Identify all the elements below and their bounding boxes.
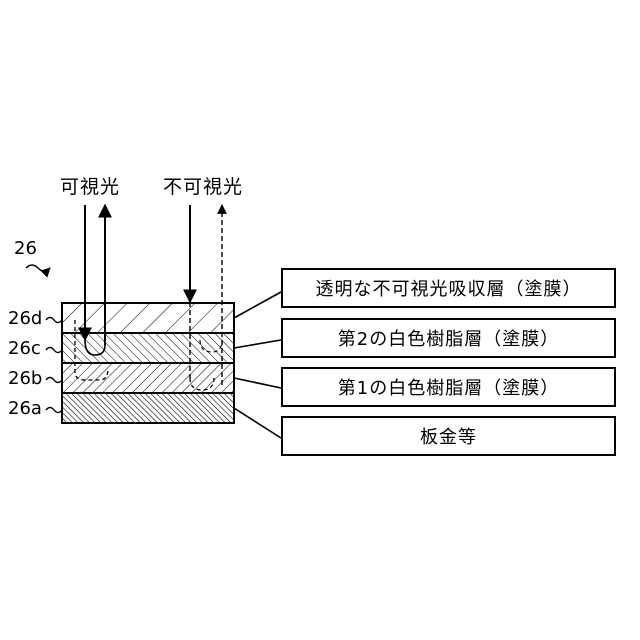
layer-stack [62, 303, 234, 423]
layer-label-26b: 26b [8, 370, 42, 388]
layer-label-26c: 26c [8, 340, 41, 358]
description-leader-lines [234, 292, 281, 438]
layer-26b [62, 363, 234, 393]
layer-26c [62, 333, 234, 363]
description-box-26d: 透明な不可視光吸収層（塗膜） [281, 268, 616, 308]
description-box-26c: 第2の白色樹脂層（塗膜） [281, 318, 616, 358]
invisible-light-label: 不可視光 [163, 178, 243, 197]
assembly-leader-squiggle [26, 265, 50, 271]
layer-label-tildes [46, 318, 62, 413]
visible-light-label: 可視光 [60, 178, 120, 197]
description-box-26a: 板金等 [281, 416, 616, 456]
layer-label-26a: 26a [8, 400, 42, 418]
description-box-26b: 第1の白色樹脂層（塗膜） [281, 367, 616, 407]
assembly-label: 26 [14, 240, 37, 258]
layer-26a [62, 393, 234, 423]
layer-label-26d: 26d [8, 310, 42, 328]
layer-26d [62, 303, 234, 333]
